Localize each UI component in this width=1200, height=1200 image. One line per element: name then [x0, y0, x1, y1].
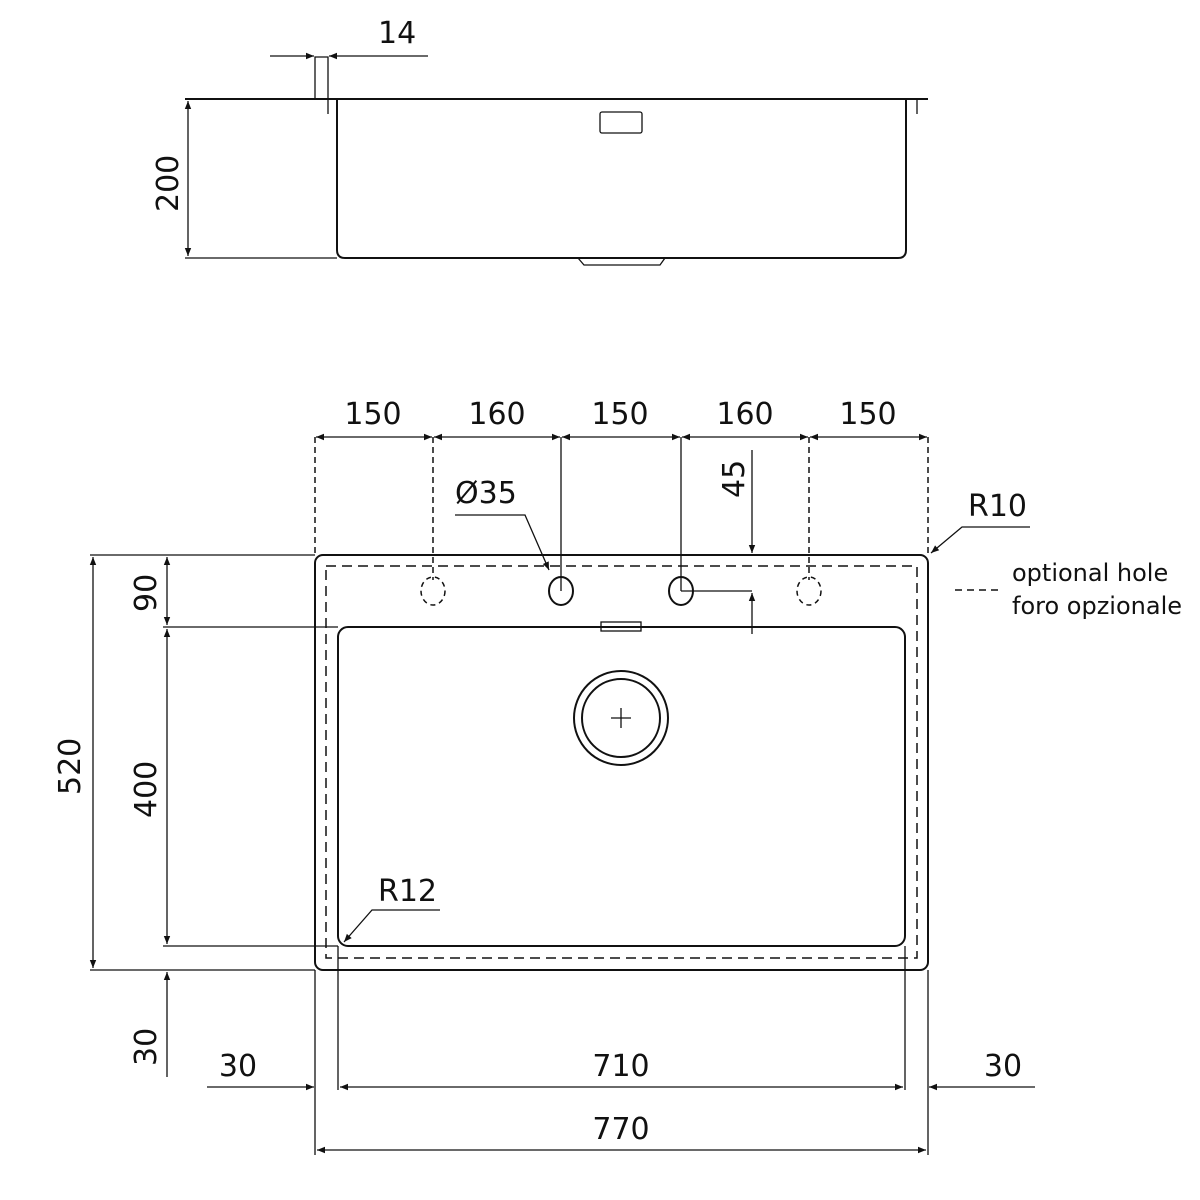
dim-spacing-2: 160 [468, 397, 525, 432]
dim-flange-thickness: 14 [378, 16, 416, 51]
dim-rear-margin: 90 [129, 574, 164, 612]
sink-outline [314, 554, 929, 971]
dim-depth: 200 [151, 155, 186, 212]
bowl-outline [337, 626, 906, 947]
dim-spacing-3: 150 [591, 397, 648, 432]
drain [573, 670, 669, 766]
overflow-slot [600, 621, 642, 632]
dim-outer-radius: R10 [968, 489, 1027, 524]
hole-spacing-dimensions: 150 160 150 160 150 [314, 397, 929, 591]
dim-hole-diameter: Ø35 [455, 476, 517, 511]
dim-hole-offset: 45 [717, 460, 752, 498]
dim-right-margin: 30 [984, 1049, 1022, 1084]
drain-outlet [577, 257, 666, 266]
side-view: 200 14 [151, 16, 928, 266]
dim-bowl-depth: 400 [129, 761, 164, 818]
dim-spacing-1: 150 [344, 397, 401, 432]
dim-front-margin: 30 [129, 1028, 164, 1066]
optional-hole [420, 576, 446, 606]
legend-foro-opzionale: foro opzionale [1012, 592, 1182, 620]
dim-spacing-5: 150 [839, 397, 896, 432]
plan-view: 150 160 150 160 150 45 Ø35 R10 R12 520 9… [53, 397, 1035, 1155]
cutout-outline [325, 565, 918, 959]
drain-center-icon [611, 708, 631, 728]
optional-hole [796, 576, 822, 606]
dim-bowl-radius: R12 [378, 874, 437, 909]
dim-spacing-4: 160 [716, 397, 773, 432]
dim-left-margin: 30 [219, 1049, 257, 1084]
dim-overall-depth: 520 [53, 738, 88, 795]
legend-optional-hole: optional hole [1012, 559, 1168, 587]
legend: optional hole foro opzionale [955, 559, 1182, 620]
dim-bowl-width: 710 [592, 1049, 649, 1084]
dim-overall-width: 770 [592, 1112, 649, 1147]
overflow-slot [599, 111, 643, 134]
